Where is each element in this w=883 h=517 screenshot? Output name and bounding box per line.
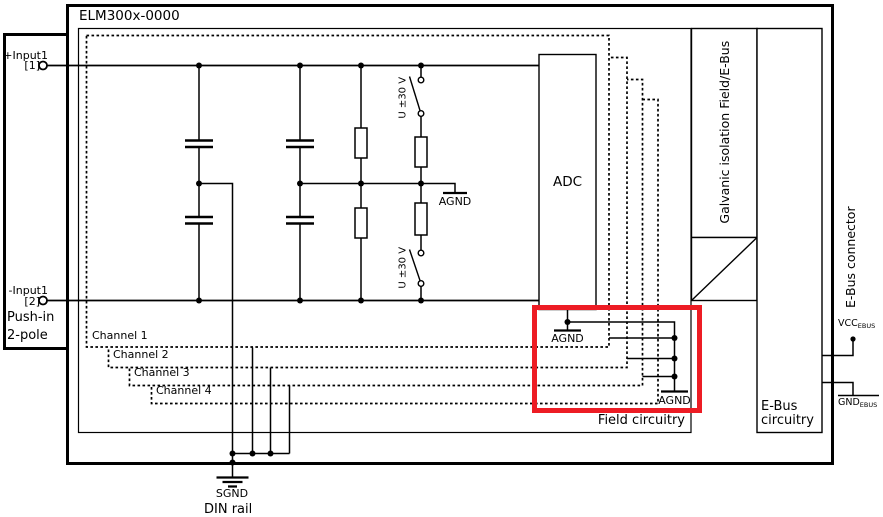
input-neg-pin: [2]: [24, 294, 40, 308]
channel-4-dashed-box: [150, 98, 659, 405]
resistor-2: [354, 207, 368, 239]
channel-3-dashed-box: [128, 78, 644, 387]
overvoltage-switch-2-contact-top: [417, 249, 425, 257]
terminal-input-neg: [38, 295, 48, 306]
wire-mid-rail: [300, 182, 456, 192]
overvoltage-switch-1-contact-bottom: [417, 109, 425, 117]
resistor-1: [354, 127, 368, 159]
overvoltage-switch-1-blade: [408, 76, 421, 111]
field-circuitry-label: Field circuitry: [597, 413, 685, 428]
din-rail-label: DIN rail: [204, 502, 253, 517]
overvoltage-switch-1-label: U ±30 V: [397, 76, 409, 119]
agnd-label-common: AGND: [658, 394, 691, 407]
input-pos-label: +Input1: [3, 49, 48, 62]
resistor-4: [414, 202, 428, 236]
ebus-circuitry-label-line2: circuitry: [761, 413, 814, 428]
capacitor-3: [286, 139, 314, 149]
agnd-label-mid: AGND: [438, 195, 472, 208]
ebus-circuitry-label-line1: E-Bus: [761, 399, 798, 414]
capacitor-2: [185, 215, 213, 225]
channel-2-label: Channel 2: [113, 348, 169, 361]
galvanic-isolation-label: Galvanic isolation Field/E-Bus: [716, 40, 732, 224]
overvoltage-switch-2-blade: [408, 249, 421, 281]
vcc-ebus-label: VCCEBUS: [838, 318, 876, 330]
terminal-input-pos: [38, 60, 48, 71]
sgnd-label: SGND: [215, 487, 249, 500]
wire-vcc-ebus: [822, 339, 854, 357]
gnd-ebus-label: GNDEBUS: [838, 397, 878, 409]
channel-1-label: Channel 1: [92, 329, 148, 342]
overvoltage-switch-1-contact-top: [417, 76, 425, 84]
connector-type-line1: Push-in: [7, 310, 55, 325]
overvoltage-switch-2-label: U ±30 V: [396, 246, 408, 289]
highlight-red-box: [532, 305, 702, 413]
connector-type-line2: 2-pole: [7, 328, 48, 343]
adc-box: [538, 53, 597, 311]
channel-4-label: Channel 4: [156, 384, 212, 397]
wire-gnd-ebus: [822, 381, 854, 396]
galvanic-isolation-box: [690, 27, 758, 239]
channel-3-label: Channel 3: [134, 366, 190, 379]
agnd-label-adc: AGND: [551, 332, 584, 345]
overvoltage-switch-2-contact-bottom: [417, 280, 425, 288]
junction-dots: [196, 62, 856, 466]
wire-sgnd-runs-ch2-4: [232, 347, 291, 455]
pushin-connector-box: [3, 33, 69, 350]
resistor-3: [414, 136, 428, 168]
input-neg-label: -Input1: [8, 284, 48, 297]
sgnd-earth-symbol: [216, 476, 249, 488]
channel-1-dashed-box: [85, 34, 610, 348]
ebus-connector-label: E-Bus connector: [842, 206, 858, 308]
capacitor-4: [286, 215, 314, 225]
module-title: ELM300x-0000: [79, 8, 180, 24]
wire-agnd-network: [566, 309, 676, 391]
ebus-circuitry-box: [756, 27, 823, 434]
adc-label: ADC: [552, 174, 583, 190]
isolation-diagonal: [691, 236, 758, 302]
channel-2-dashed-box: [107, 56, 628, 369]
capacitor-1: [185, 139, 213, 149]
input-pos-pin: [1]: [24, 59, 40, 72]
wire-sgnd-run-ch1: [199, 182, 234, 477]
